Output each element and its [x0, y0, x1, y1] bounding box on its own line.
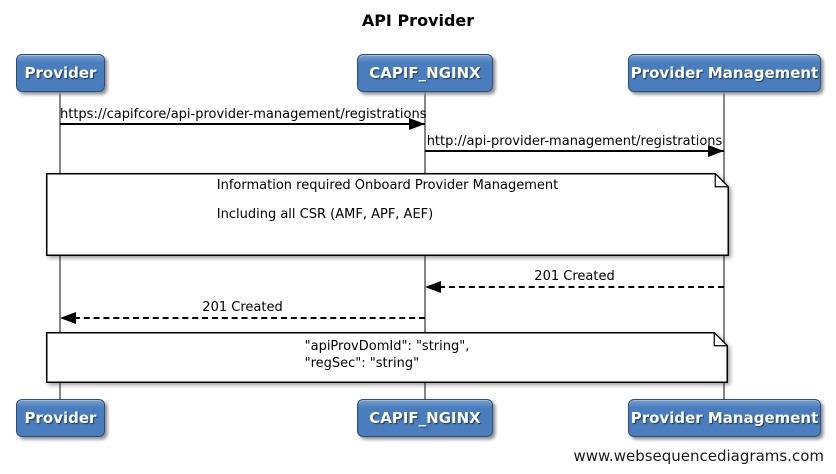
actor-label: CAPIF_NGINX: [369, 64, 481, 82]
note: Information required Onboard Provider Ma…: [46, 173, 729, 256]
arrowhead-left-icon: [60, 312, 76, 324]
message-line: [60, 123, 425, 125]
actor-label: Provider: [24, 64, 97, 82]
note-line: "apiProvDomId": "string",: [304, 339, 470, 354]
note: "apiProvDomId": "string", "regSec": "str…: [46, 332, 728, 383]
arrowhead-right-icon: [409, 118, 425, 130]
actor-top-provider: Provider: [16, 54, 105, 92]
actor-label: CAPIF_NGINX: [369, 409, 481, 427]
note-line: "regSec": "string": [304, 356, 420, 371]
actor-bottom-provider: Provider: [16, 399, 105, 437]
arrowhead-right-icon: [708, 145, 724, 157]
message-label: 201 Created: [202, 300, 283, 315]
message-label: 201 Created: [534, 269, 615, 284]
diagram-title: API Provider: [361, 11, 475, 30]
note-shape: [46, 173, 729, 256]
actor-label: Provider Management: [630, 64, 819, 82]
note-line: Information required Onboard Provider Ma…: [216, 178, 559, 193]
message-line: [425, 150, 724, 152]
message-label: http://api-provider-management/registrat…: [426, 134, 723, 149]
watermark-url: www.websequencediagrams.com: [573, 447, 825, 465]
actor-bottom-provider-management: Provider Management: [628, 399, 821, 437]
note-line: [217, 194, 558, 207]
actor-label: Provider: [24, 409, 97, 427]
message-line: [64, 317, 425, 319]
note-text: Information required Onboard Provider Ma…: [46, 173, 729, 256]
note-text: "apiProvDomId": "string", "regSec": "str…: [46, 332, 728, 383]
message-line: [429, 286, 724, 288]
note-line: Including all CSR (AMF, APF, AEF): [216, 207, 434, 222]
actor-top-provider-management: Provider Management: [628, 54, 821, 92]
message-label: https://capifcore/api-provider-managemen…: [60, 107, 427, 122]
actor-label: Provider Management: [630, 409, 819, 427]
actor-bottom-capif-nginx: CAPIF_NGINX: [357, 399, 493, 437]
note-shape: [46, 332, 728, 383]
actor-top-capif-nginx: CAPIF_NGINX: [357, 54, 493, 92]
arrowhead-left-icon: [425, 281, 441, 293]
